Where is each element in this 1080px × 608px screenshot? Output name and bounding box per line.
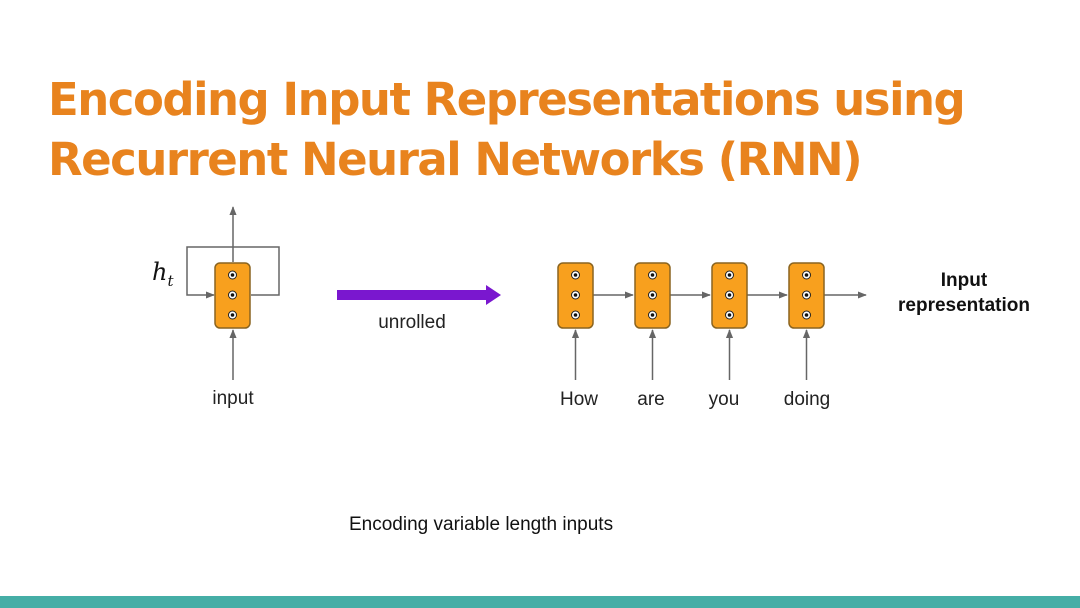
unroll-arrow-head (486, 285, 501, 305)
unrolled-cell-2: are (634, 262, 671, 410)
rolled-rnn: ht input (152, 206, 280, 409)
input-token-label: you (709, 389, 740, 410)
hidden-state-subscript: t (167, 272, 174, 290)
output-label-line1: Input (941, 270, 988, 291)
footer-bar (0, 596, 1080, 608)
input-token-label: doing (784, 389, 831, 410)
unroll-label: unrolled (378, 312, 446, 333)
cell-units (228, 270, 237, 320)
input-token-label: are (637, 389, 664, 410)
unrolled-rnn: How are you doing Inpu (557, 262, 1030, 410)
unrolled-cell-4: doing (784, 262, 831, 410)
unrolled-cell-1: How (557, 262, 598, 410)
unroll-transition: unrolled (337, 285, 501, 333)
input-token-label: How (560, 389, 598, 410)
recurrent-loop (186, 246, 280, 299)
slide-title: Encoding Input Representations using Rec… (48, 73, 966, 186)
unroll-arrow-shaft (337, 290, 487, 300)
output-label-line2: representation (898, 295, 1030, 316)
caption: Encoding variable length inputs (349, 514, 614, 535)
unrolled-cell-3: you (709, 262, 748, 410)
input-label: input (212, 388, 254, 409)
hidden-state-symbol: h (152, 258, 167, 286)
hidden-state-label: ht (152, 258, 174, 290)
